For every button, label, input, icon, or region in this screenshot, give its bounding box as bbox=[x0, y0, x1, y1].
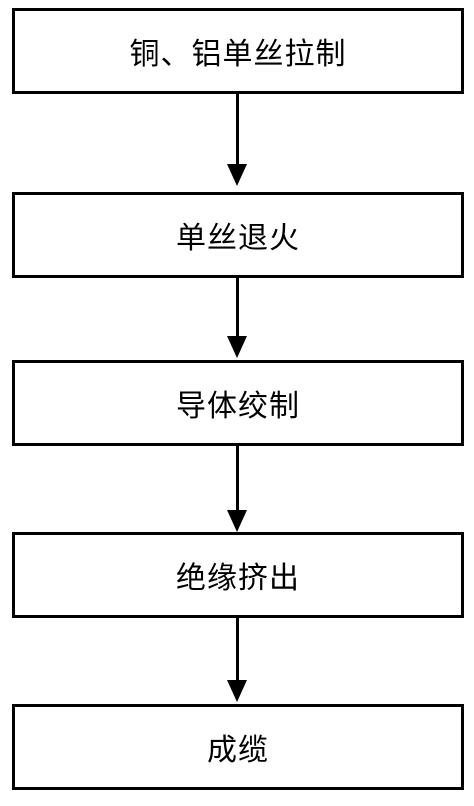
step-label: 导体绞制 bbox=[176, 389, 300, 424]
step-label: 铜、铝单丝拉制 bbox=[129, 37, 347, 72]
arrow-line bbox=[235, 278, 239, 342]
arrow-head bbox=[227, 680, 247, 702]
step-label: 单丝退火 bbox=[176, 221, 300, 256]
step-wire-drawing: 铜、铝单丝拉制 bbox=[12, 8, 464, 94]
step-conductor-stranding: 导体绞制 bbox=[12, 360, 464, 446]
arrow-head bbox=[227, 164, 247, 186]
arrow-line bbox=[235, 94, 239, 170]
step-label: 成缆 bbox=[207, 733, 269, 768]
arrow-line bbox=[235, 446, 239, 516]
arrow-head bbox=[227, 510, 247, 532]
arrow-head bbox=[227, 336, 247, 358]
step-annealing: 单丝退火 bbox=[12, 192, 464, 278]
step-insulation-extrusion: 绝缘挤出 bbox=[12, 532, 464, 618]
step-cabling: 成缆 bbox=[12, 704, 464, 790]
arrow-line bbox=[235, 618, 239, 686]
step-label: 绝缘挤出 bbox=[176, 561, 300, 596]
